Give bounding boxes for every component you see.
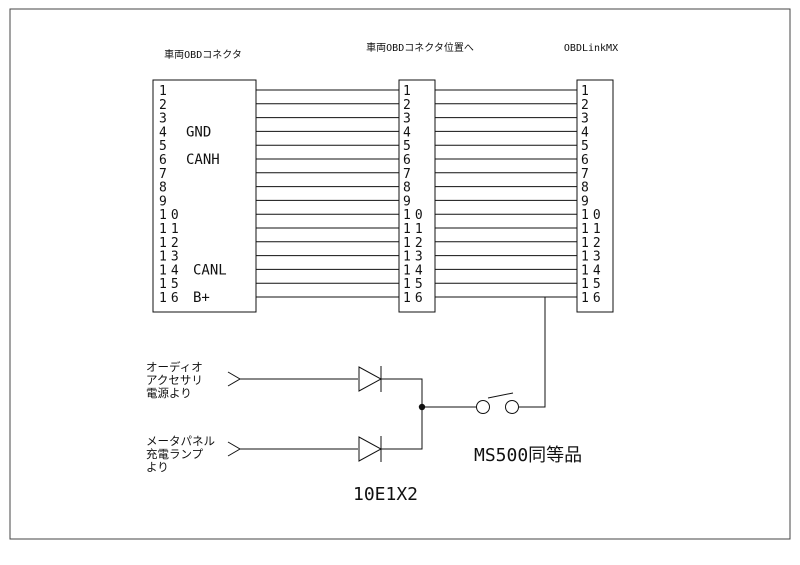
left-signal-label: CANH xyxy=(186,152,220,168)
middle-pin-number: 6 xyxy=(403,153,411,168)
middle-pin-number: 12 xyxy=(403,236,427,251)
left-signal-label: B+ xyxy=(193,290,210,306)
diode-top-output-wire xyxy=(381,378,423,407)
right-pin-number: 11 xyxy=(581,222,605,237)
accessory-input-wire xyxy=(227,371,241,387)
accessory-source-line-2: アクセサリ xyxy=(146,373,203,387)
left-pin-number: 1 xyxy=(159,84,167,99)
switch-part-label: MS500同等品 xyxy=(474,445,582,466)
left-pin-number: 7 xyxy=(159,167,167,182)
middle-pin-number: 2 xyxy=(403,98,411,113)
meter-input-wire xyxy=(227,441,241,457)
left-pin-number: 13 xyxy=(159,250,183,265)
middle-pin-number: 1 xyxy=(403,84,411,99)
left-pin-number: 15 xyxy=(159,277,183,292)
right-pin-number: 12 xyxy=(581,236,605,251)
right-pin-number: 14 xyxy=(581,263,605,278)
left-pin-number: 8 xyxy=(159,181,167,196)
middle-pin-number: 9 xyxy=(403,194,411,209)
left-pin-number: 9 xyxy=(159,194,167,209)
right-connector-box xyxy=(576,79,614,313)
middle-pin-number: 15 xyxy=(403,277,427,292)
right-pin-number: 1 xyxy=(581,84,589,99)
left-signal-label: GND xyxy=(186,124,211,140)
switch-symbol xyxy=(476,392,519,414)
right-pin-number: 7 xyxy=(581,167,589,182)
diode-part-label: 10E1X2 xyxy=(353,484,418,505)
header-obdlink-mx: OBDLinkMX xyxy=(564,43,618,54)
diode-bottom-output-wire xyxy=(381,407,423,450)
left-pin-number: 14 xyxy=(159,263,183,278)
left-pin-number: 4 xyxy=(159,125,167,140)
middle-pin-number: 8 xyxy=(403,181,411,196)
middle-pin-number: 14 xyxy=(403,263,427,278)
left-pin-number: 11 xyxy=(159,222,183,237)
meter-source-line-2: 充電ランプ xyxy=(146,447,204,461)
right-pin-number: 9 xyxy=(581,194,589,209)
left-signal-label: CANL xyxy=(193,262,227,278)
left-pin-number: 2 xyxy=(159,98,167,113)
left-signal-labels: GND CANH CANL B+ xyxy=(186,124,227,306)
left-pin-number: 5 xyxy=(159,139,167,154)
middle-pin-number: 13 xyxy=(403,250,427,265)
right-pin-number: 3 xyxy=(581,112,589,127)
left-pin-number: 16 xyxy=(159,291,183,306)
middle-connector-box xyxy=(398,79,436,313)
parallel-wires xyxy=(256,89,577,298)
middle-pin-number: 16 xyxy=(403,291,427,306)
left-connector-box xyxy=(152,79,257,313)
accessory-source-line-1: オーディオ xyxy=(146,360,203,374)
drawing-frame xyxy=(9,8,791,540)
right-pin-number: 4 xyxy=(581,125,589,140)
middle-pin-number: 5 xyxy=(403,139,411,154)
right-pin-number: 15 xyxy=(581,277,605,292)
right-pin-number: 5 xyxy=(581,139,589,154)
right-pin-number: 16 xyxy=(581,291,605,306)
diode-bottom xyxy=(358,436,383,462)
diode-top xyxy=(358,366,383,392)
meter-source-line-3: より xyxy=(146,460,169,474)
meter-source-line-1: メータパネル xyxy=(146,434,215,448)
middle-pin-number: 11 xyxy=(403,222,427,237)
right-pin-number: 13 xyxy=(581,250,605,265)
middle-pin-number: 3 xyxy=(403,112,411,127)
left-pin-number: 3 xyxy=(159,112,167,127)
right-pin-number: 10 xyxy=(581,208,605,223)
right-pin-number: 2 xyxy=(581,98,589,113)
left-pin-number: 6 xyxy=(159,153,167,168)
header-vehicle-obd-connector: 車両OBDコネクタ xyxy=(164,48,242,61)
pin16-to-switch-wire xyxy=(519,296,577,408)
middle-pin-number: 4 xyxy=(403,125,411,140)
right-pin-number: 8 xyxy=(581,181,589,196)
right-pin-number: 6 xyxy=(581,153,589,168)
accessory-source-line-3: 電源より xyxy=(146,386,192,400)
middle-pin-number: 7 xyxy=(403,167,411,182)
middle-pin-number: 10 xyxy=(403,208,427,223)
left-pin-number: 12 xyxy=(159,236,183,251)
header-vehicle-obd-position: 車両OBDコネクタ位置へ xyxy=(366,41,474,54)
left-pin-number: 10 xyxy=(159,208,183,223)
